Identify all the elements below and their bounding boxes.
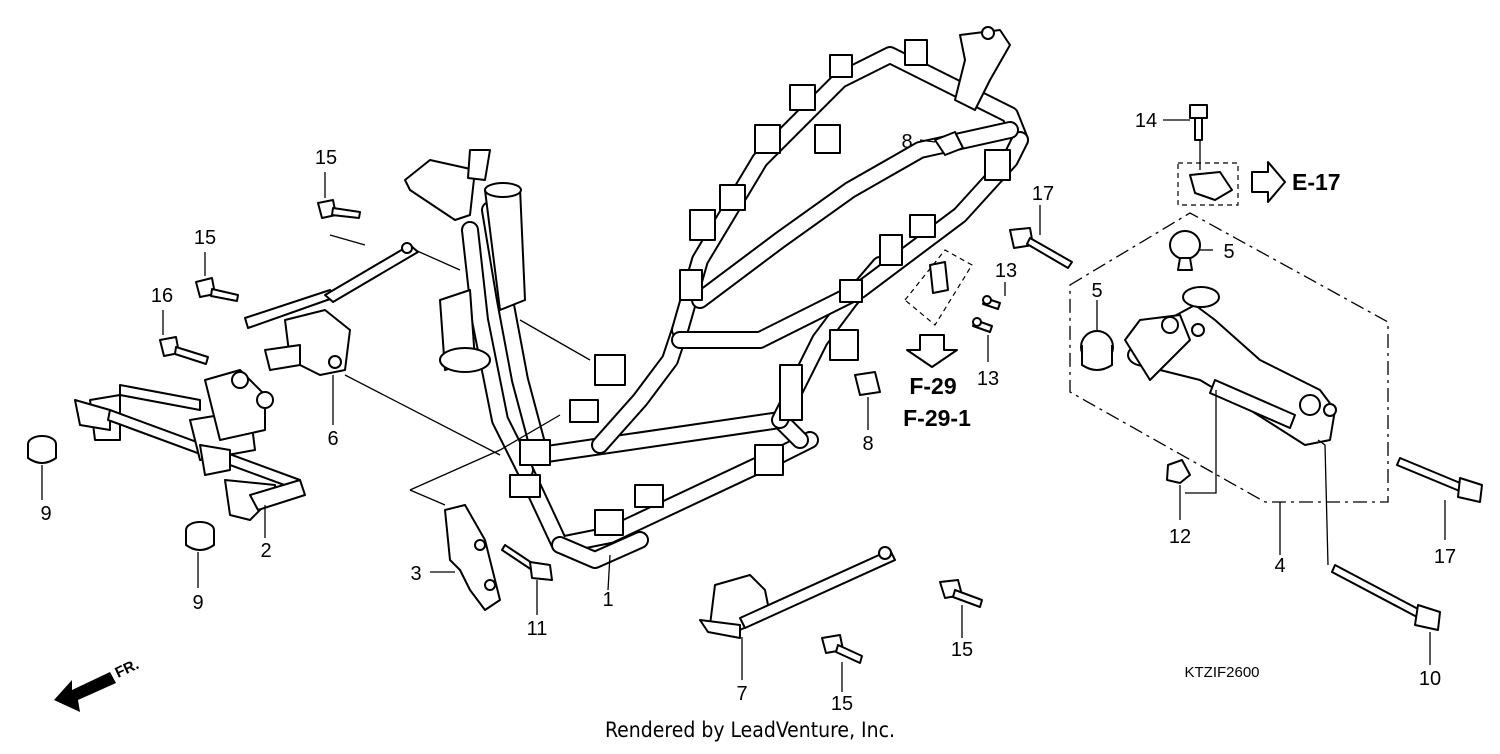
diagram-code: KTZIF2600 bbox=[1184, 664, 1259, 681]
front-direction-arrow-icon bbox=[54, 672, 116, 712]
callout-15-lower-right[interactable]: 15 bbox=[951, 639, 973, 661]
callout-15-upper[interactable]: 15 bbox=[315, 147, 337, 169]
callout-8-upper[interactable]: 8 bbox=[901, 131, 912, 153]
callout-3[interactable]: 3 bbox=[410, 563, 421, 585]
callout-17-lower[interactable]: 17 bbox=[1434, 546, 1456, 568]
part-11-bolt[interactable] bbox=[501, 544, 553, 581]
part-10-long-bolt[interactable] bbox=[1331, 564, 1441, 631]
callout-9-upper[interactable]: 9 bbox=[40, 503, 51, 525]
reference-f29-1[interactable]: F-29-1 bbox=[903, 405, 971, 431]
part-15-bolt-upper[interactable] bbox=[317, 199, 361, 219]
callout-5-lower[interactable]: 5 bbox=[1091, 280, 1102, 302]
part-15-bolt-lower-right[interactable] bbox=[939, 579, 983, 608]
callout-2[interactable]: 2 bbox=[260, 540, 271, 562]
part-16-bolt[interactable] bbox=[159, 336, 209, 365]
footer-credit: Rendered by LeadVenture, Inc. bbox=[605, 718, 895, 742]
part-17-bolt-lower[interactable] bbox=[1396, 457, 1483, 503]
callout-5-upper[interactable]: 5 bbox=[1223, 241, 1234, 263]
callout-7[interactable]: 7 bbox=[736, 683, 747, 705]
e17-clamp[interactable] bbox=[1189, 171, 1233, 201]
part-12-nut[interactable] bbox=[1166, 459, 1191, 484]
part-8-grommet-upper[interactable] bbox=[934, 131, 964, 156]
reference-e17[interactable]: E-17 bbox=[1292, 169, 1341, 195]
callout-15-mid[interactable]: 15 bbox=[194, 227, 216, 249]
callout-9-lower[interactable]: 9 bbox=[192, 592, 203, 614]
part-13-screw-lower[interactable] bbox=[972, 317, 993, 333]
callout-8-lower[interactable]: 8 bbox=[862, 433, 873, 455]
f29-zone bbox=[904, 249, 973, 326]
part-14-bolt[interactable] bbox=[1189, 104, 1208, 141]
callout-4[interactable]: 4 bbox=[1274, 555, 1285, 577]
callout-11[interactable]: 11 bbox=[527, 618, 548, 640]
callout-10[interactable]: 10 bbox=[1419, 668, 1441, 690]
part-13-screw-upper[interactable] bbox=[982, 295, 1001, 310]
front-direction-label: FR. bbox=[113, 656, 142, 682]
callout-16[interactable]: 16 bbox=[151, 285, 173, 307]
callout-15-bottom[interactable]: 15 bbox=[831, 693, 853, 715]
part-5-rubber-cap-upper[interactable] bbox=[1169, 230, 1201, 271]
part-8-grommet-lower[interactable] bbox=[854, 371, 881, 396]
frame-body[interactable] bbox=[404, 26, 1029, 569]
part-15-bolt-mid[interactable] bbox=[195, 277, 239, 302]
part-7-stay[interactable] bbox=[699, 546, 896, 639]
part-5-rubber-cap-lower[interactable] bbox=[1080, 330, 1114, 371]
part-15-bolt-bottom[interactable] bbox=[821, 634, 863, 664]
part-9-damper-lower[interactable] bbox=[185, 521, 215, 551]
part-2-bracket[interactable] bbox=[74, 369, 306, 521]
e17-arrow-icon[interactable] bbox=[1251, 161, 1286, 203]
part-4-rear-bracket[interactable] bbox=[1124, 286, 1337, 446]
part-17-bolt-upper[interactable] bbox=[1009, 227, 1073, 269]
callout-13-upper[interactable]: 13 bbox=[995, 260, 1017, 282]
callout-13-lower[interactable]: 13 bbox=[977, 368, 999, 390]
reference-f29[interactable]: F-29 bbox=[909, 373, 956, 399]
callout-17-upper[interactable]: 17 bbox=[1032, 183, 1054, 205]
callout-1[interactable]: 1 bbox=[602, 589, 613, 611]
callout-14[interactable]: 14 bbox=[1135, 110, 1157, 132]
callout-6[interactable]: 6 bbox=[327, 428, 338, 450]
part-9-damper-upper[interactable] bbox=[27, 435, 57, 464]
callout-12[interactable]: 12 bbox=[1169, 526, 1191, 548]
part-3-bracket[interactable] bbox=[444, 504, 501, 611]
f29-arrow-icon[interactable] bbox=[906, 334, 958, 368]
part-6-mount[interactable] bbox=[244, 242, 419, 376]
